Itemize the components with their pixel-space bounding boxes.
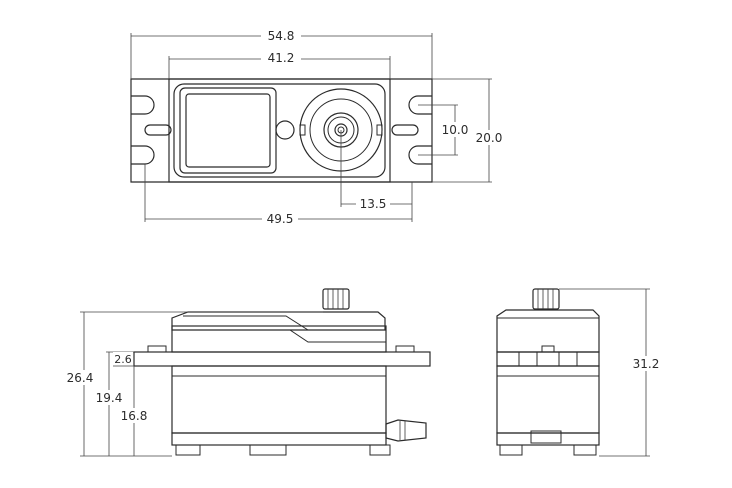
side-flange-left	[496, 351, 520, 367]
dim-flange-offset: 2.6	[113, 352, 134, 367]
dim-side-total-height: 31.2	[559, 288, 664, 457]
gear-notch-right	[376, 124, 383, 136]
front-top-cover	[171, 311, 386, 331]
dim-overall-width: 54.8	[130, 28, 433, 79]
front-spline	[322, 288, 350, 310]
top-square-inner	[185, 93, 271, 168]
flange-tab-right	[395, 345, 415, 353]
top-flange-outline	[130, 78, 433, 183]
side-flange-mid	[536, 351, 560, 367]
front-view: 26.4 19.4 2.6 16.8	[64, 288, 431, 457]
label-hole-spacing: 10.0	[442, 123, 469, 137]
label-case-width: 41.2	[268, 51, 295, 65]
top-square-recess	[179, 87, 277, 174]
side-flange-right	[576, 351, 600, 367]
label-lower-case-height: 16.8	[121, 409, 148, 423]
dim-front-total-height: 26.4	[64, 311, 323, 457]
dim-hole-spacing: 10.0	[418, 104, 471, 156]
side-foot-left	[499, 444, 523, 456]
dim-flange-height: 19.4	[93, 351, 134, 456]
dim-case-width: 41.2	[168, 50, 391, 79]
flange-tab-left	[147, 345, 167, 353]
label-mount-spacing: 49.5	[267, 212, 294, 226]
side-foot-right	[573, 444, 597, 456]
top-case-inner	[173, 83, 386, 178]
left-slot-bottom	[131, 145, 155, 165]
top-small-boss	[275, 120, 295, 140]
dim-overall-depth: 20.0	[432, 78, 506, 183]
label-flange-height: 19.4	[96, 391, 123, 405]
dim-mount-spacing: 49.5	[144, 164, 413, 226]
front-cable-exit	[385, 419, 427, 442]
right-slot-mid	[391, 124, 419, 136]
label-overall-width: 54.8	[268, 29, 295, 43]
label-flange-offset: 2.6	[114, 353, 132, 366]
side-bottom-cover	[496, 432, 600, 446]
dim-spline-offset: 13.5	[340, 130, 413, 211]
side-flange	[496, 351, 600, 367]
right-slot-top	[408, 95, 432, 115]
dim-lower-case-height: 16.8	[118, 366, 150, 456]
side-spline	[532, 288, 560, 310]
left-slot-mid	[144, 124, 172, 136]
front-foot-mid	[249, 444, 287, 456]
label-overall-depth: 20.0	[476, 131, 503, 145]
gear-notch-left	[299, 124, 306, 136]
label-side-total-height: 31.2	[633, 357, 660, 371]
side-flange-tab	[541, 345, 555, 353]
top-view: 54.8 41.2 10.0 20.0	[130, 28, 506, 226]
label-front-total-height: 26.4	[67, 371, 94, 385]
side-cable-port	[530, 430, 562, 444]
front-foot-left	[175, 444, 201, 456]
label-spline-offset: 13.5	[360, 197, 387, 211]
front-foot-right	[369, 444, 391, 456]
front-flange	[133, 351, 431, 367]
front-bottom-cover	[171, 432, 387, 446]
side-view: 31.2	[496, 288, 664, 457]
top-case-body	[168, 78, 391, 183]
left-slot-top	[131, 95, 155, 115]
right-slot-bottom	[408, 145, 432, 165]
